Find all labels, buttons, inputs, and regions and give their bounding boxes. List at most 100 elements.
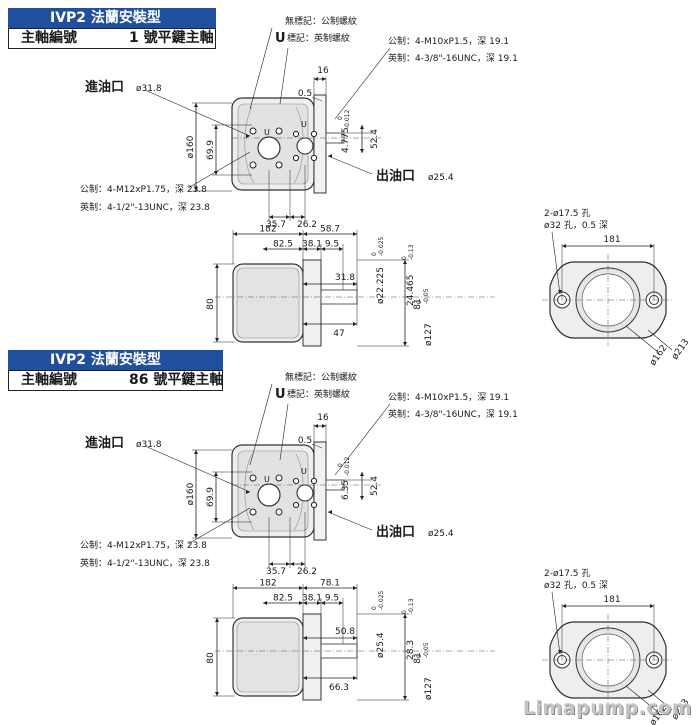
dim-label: ø160 [186, 482, 196, 505]
inlet-label: 進油口 [85, 435, 124, 451]
arrow-head [233, 586, 237, 590]
dim-label: -0.012 [344, 109, 351, 129]
dim-label: 6.35 [341, 480, 351, 500]
key-height-label: 28.3 [406, 640, 416, 660]
arrow-head [269, 562, 273, 566]
dim-label: 26.2 [297, 567, 317, 577]
holes-label: 2-ø17.5 孔 [544, 568, 590, 579]
arrow-head [214, 518, 218, 522]
top-metric-thread: 公制：4-M10xP1.5，深 19.1 [388, 35, 509, 47]
arrow-head [299, 601, 303, 605]
shaft-code-value: 1 號平鍵主軸 [129, 30, 214, 46]
dim-label: 69.9 [206, 140, 216, 160]
dim-label: 35.7 [266, 220, 286, 230]
bolt-hole [249, 127, 257, 135]
arrow-head [215, 618, 219, 622]
leader [334, 47, 391, 120]
leader [279, 47, 289, 105]
pump-contour [244, 106, 255, 184]
outer-dia-label: ø213 [670, 337, 691, 361]
arrow-head [286, 562, 290, 566]
dim-label: 16 [317, 66, 329, 76]
leader [279, 403, 289, 461]
arrow-head [360, 125, 364, 129]
arrow-head [214, 472, 218, 476]
arrow-head [301, 562, 305, 566]
dim-label: 0.5 [298, 436, 312, 446]
leader [327, 511, 373, 531]
u-mark-bold: U [275, 31, 286, 46]
imperial-note: 標記：英制螺紋 [287, 388, 350, 400]
arrow-head [360, 496, 364, 500]
arrow-head [360, 472, 364, 476]
side-flange [302, 613, 322, 701]
arrow-head [321, 601, 325, 605]
shaft-code-label: 主軸編號 [21, 30, 77, 46]
imperial-note: 標記：英制螺紋 [287, 32, 350, 44]
arrow-head [214, 125, 218, 129]
dim-label: 181 [603, 235, 620, 245]
section-title: IVP2 法蘭安裝型 [8, 8, 216, 28]
arrow-head [215, 338, 219, 342]
dim-label: 69.9 [206, 487, 216, 507]
bolt-hole [275, 127, 283, 135]
dim-label: 81 [413, 652, 423, 663]
arrow-head [403, 696, 407, 700]
dim-label: 0 [416, 300, 423, 304]
top-imperial-thread: 英制：4-3/8"-16UNC，深 19.1 [388, 408, 518, 420]
outlet-diameter: ø25.4 [428, 173, 454, 183]
arrow-head [246, 490, 250, 494]
arrow-head [317, 247, 321, 251]
pump-side-inner [236, 621, 300, 693]
key-height-label: 24.465 [406, 275, 416, 307]
bolt-hole [310, 501, 318, 509]
leader [327, 155, 373, 175]
arrow-head [339, 247, 343, 251]
u-mark: U [264, 128, 270, 137]
arrow-head [353, 676, 357, 680]
shaft-dia-label: ø25.4 [376, 632, 386, 658]
dim-label: 47 [333, 329, 344, 339]
bolt-hole [275, 508, 283, 516]
arrow-head [263, 601, 267, 605]
arrow-head [650, 604, 654, 608]
arrow-head [322, 424, 326, 428]
top-imperial-thread: 英制：4-3/8"-16UNC，深 19.1 [388, 52, 518, 64]
arrow-head [328, 154, 332, 158]
dim-label: 52.4 [370, 129, 380, 149]
outlet-port [296, 484, 314, 502]
mounting-flange [313, 441, 327, 541]
leader [551, 591, 561, 655]
counterbore-label: ø32 孔，0.5 深 [544, 220, 608, 231]
arrow-head [215, 264, 219, 268]
arrow-head [299, 232, 303, 236]
dim-label: 80 [206, 298, 216, 310]
arrow-head [303, 247, 307, 251]
top-metric-thread: 公制：4-M10xP1.5，深 19.1 [388, 391, 509, 403]
bolt-hole [275, 161, 283, 169]
arrow-head [215, 692, 219, 696]
leader [625, 685, 659, 713]
arrow-head [322, 77, 326, 81]
arrow-head [303, 282, 307, 286]
dim-label: 81 [413, 298, 423, 309]
leader [144, 89, 251, 137]
bolt-hole [292, 501, 300, 509]
dim-label: 66.3 [329, 683, 349, 693]
dim-label: 0 [337, 463, 344, 467]
watermark-logo: Limapump.com [522, 697, 692, 719]
arrow-head [303, 322, 307, 326]
dim-label: 50.8 [335, 627, 355, 637]
bolt-hole [292, 130, 300, 138]
dim-label: 0 [371, 252, 378, 256]
arrow-head [314, 77, 318, 81]
dim-label: -0.025 [378, 590, 385, 610]
dim-label: 38.1 [302, 594, 322, 604]
dim-label: 181 [603, 595, 620, 605]
dim-label: 182 [259, 225, 276, 235]
